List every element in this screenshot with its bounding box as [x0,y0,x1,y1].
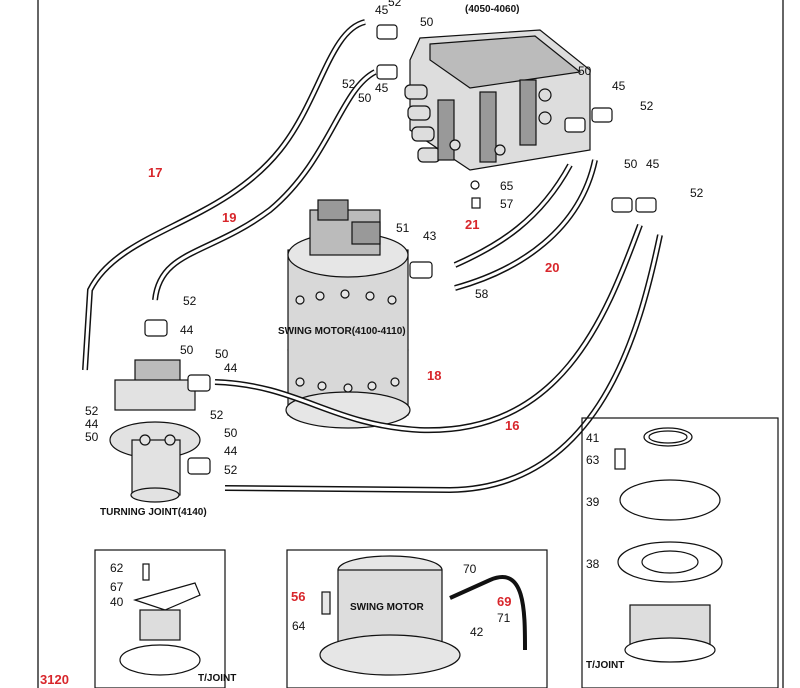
part-number: 71 [497,611,511,625]
hoses [82,19,663,494]
part-number: 52 [183,294,197,308]
inset-right-parts [614,427,723,663]
part-number: 52 [210,408,224,422]
hose-label: 17 [148,165,162,180]
tjoint-left-caption: T/JOINT [198,673,236,684]
part-number: 50 [624,157,638,171]
part-number: 43 [423,229,437,243]
part-number: 44 [224,361,238,375]
part-number: 50 [358,91,372,105]
part-number: 50 [224,426,238,440]
hose-label: 56 [291,589,305,604]
hose-label: 21 [465,217,479,232]
hose-label: 69 [497,594,511,609]
part-number: 64 [292,619,306,633]
part-number: 44 [224,444,238,458]
part-number: 52 [342,77,356,91]
part-number: 52 [690,186,704,200]
turning-joint-caption: TURNING JOINT(4140) [100,507,207,518]
part-number: 52 [388,0,402,9]
part-number: 50 [420,15,434,29]
part-number: 62 [110,561,124,575]
part-number: 42 [470,625,484,639]
part-number: 63 [586,453,600,467]
hose-label: 20 [545,260,559,275]
part-number: 52 [640,99,654,113]
part-number: 44 [180,323,194,337]
part-number: 67 [110,580,124,594]
part-number: 39 [586,495,600,509]
part-number: 52 [85,404,99,418]
part-number: 45 [375,81,389,95]
part-number: 38 [586,557,600,571]
part-number: 41 [586,431,600,445]
part-number: 70 [463,562,477,576]
part-number: 57 [500,197,514,211]
fittings [144,24,657,475]
control-valve [404,29,591,171]
hose-label: 16 [505,418,519,433]
page-number: 3120 [40,672,69,687]
part-number: 45 [375,3,389,17]
inset-left-parts [119,563,201,676]
hose-label: 19 [222,210,236,225]
swing-motor [285,199,411,429]
turning-joint [109,359,201,503]
part-number: 52 [224,463,238,477]
part-number: 50 [85,430,99,444]
part-number: 58 [475,287,489,301]
swing-motor-inset-caption: SWING MOTOR [350,602,424,613]
part-number: 65 [500,179,514,193]
swing-motor-caption: SWING MOTOR(4100-4110) [278,326,406,337]
part-number: 45 [612,79,626,93]
part-number: 50 [578,64,592,78]
part-number: 44 [85,417,99,431]
hose-label: 18 [427,368,441,383]
part-number: 45 [646,157,660,171]
inset-middle [286,549,548,688]
part-number: 51 [396,221,410,235]
valve-code: (4050-4060) [465,4,519,15]
part-number: 40 [110,595,124,609]
inset-middle-parts [319,555,527,676]
tjoint-right-caption: T/JOINT [586,660,624,671]
inset-left [94,549,226,688]
part-number: 50 [180,343,194,357]
part-number: 50 [215,347,229,361]
inset-right [581,417,779,688]
